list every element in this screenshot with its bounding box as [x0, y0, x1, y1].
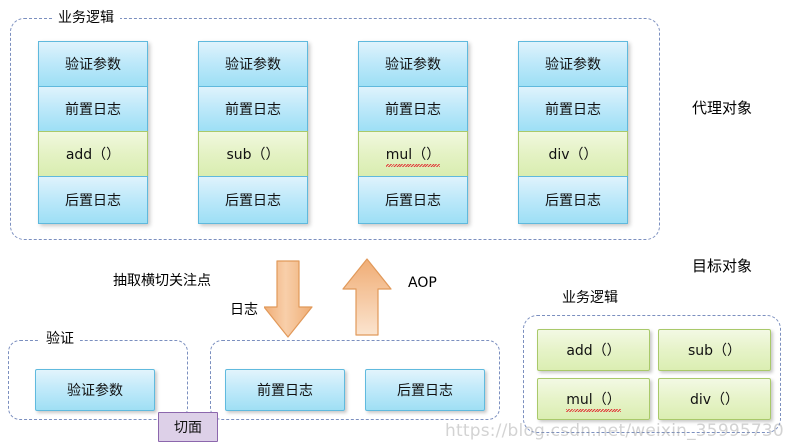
stack-cell-validate-params: 验证参数 [518, 41, 628, 87]
proxy-object-side-label: 代理对象 [692, 99, 753, 117]
aspect-chip-before-log: 前置日志 [225, 369, 345, 411]
proxy-stack-div: 验证参数 前置日志 div（） 后置日志 [518, 41, 628, 224]
log-group-label: 日志 [224, 302, 264, 318]
watermark-text: https://blog.csdn.net/weixin_35995730 [445, 421, 784, 441]
proxy-business-logic-label: 业务逻辑 [52, 10, 120, 26]
stack-cell-before-log: 前置日志 [38, 86, 148, 132]
aop-label: AOP [408, 275, 437, 291]
stack-cell-method-div: div（） [518, 131, 628, 177]
stack-cell-method-mul-text: mul（） [385, 144, 441, 167]
stack-cell-method-mul: mul（） [358, 131, 468, 177]
extract-crosscutting-label: 抽取横切关注点 [113, 273, 211, 289]
proxy-stack-mul: 验证参数 前置日志 mul（） 后置日志 [358, 41, 468, 224]
target-method-div: div（） [658, 378, 771, 420]
stack-cell-after-log: 后置日志 [198, 176, 308, 224]
stack-cell-before-log: 前置日志 [358, 86, 468, 132]
proxy-stack-add: 验证参数 前置日志 add（） 后置日志 [38, 41, 148, 224]
stack-cell-method-add: add（） [38, 131, 148, 177]
target-business-logic-container [523, 315, 781, 433]
target-method-mul: mul（） [537, 378, 650, 420]
stack-cell-before-log: 前置日志 [518, 86, 628, 132]
stack-cell-method-sub: sub（） [198, 131, 308, 177]
stack-cell-validate-params: 验证参数 [358, 41, 468, 87]
target-object-side-label: 目标对象 [692, 257, 753, 275]
stack-cell-validate-params: 验证参数 [38, 41, 148, 87]
validation-group-label: 验证 [40, 331, 80, 347]
up-arrow-icon [342, 258, 392, 336]
aspect-chip-validate-params: 验证参数 [35, 369, 155, 411]
proxy-stack-sub: 验证参数 前置日志 sub（） 后置日志 [198, 41, 308, 224]
proxy-object-container [10, 18, 660, 240]
log-group-container [210, 340, 500, 420]
stack-cell-after-log: 后置日志 [358, 176, 468, 224]
aspect-chip-after-log: 后置日志 [365, 369, 485, 411]
stack-cell-after-log: 后置日志 [38, 176, 148, 224]
down-arrow-icon [263, 260, 313, 338]
stack-cell-before-log: 前置日志 [198, 86, 308, 132]
target-method-add: add（） [537, 329, 650, 371]
aspect-badge: 切面 [158, 412, 218, 442]
target-method-sub: sub（） [658, 329, 771, 371]
stack-cell-after-log: 后置日志 [518, 176, 628, 224]
validation-group-container [8, 340, 188, 420]
stack-cell-validate-params: 验证参数 [198, 41, 308, 87]
target-method-mul-text: mul（） [566, 389, 622, 412]
target-business-logic-label: 业务逻辑 [556, 290, 624, 306]
